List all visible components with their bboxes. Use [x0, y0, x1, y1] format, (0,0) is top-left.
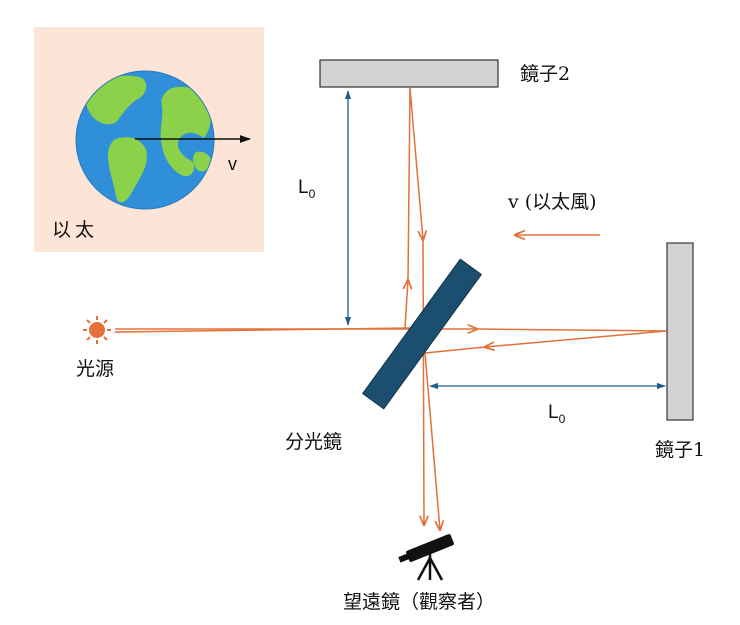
mirror-1-label: 鏡子1	[655, 439, 705, 461]
ether-inset: v 以太	[34, 27, 264, 252]
earth-velocity-label: v	[228, 154, 237, 174]
telescope-label: 望遠鏡（觀察者）	[343, 591, 495, 613]
beam-splitter-label: 分光鏡	[285, 431, 342, 453]
beam-splitter	[361, 258, 483, 410]
mirror-1	[666, 242, 694, 421]
ether-wind-label: v (以太風)	[507, 191, 597, 213]
telescope-icon	[398, 534, 454, 581]
ether-label: 以太	[52, 219, 98, 241]
horizontal-length-label: L0	[548, 402, 566, 426]
light-beams	[114, 87, 667, 530]
mirror-2	[319, 59, 499, 88]
earth-globe-icon	[75, 70, 215, 210]
vertical-length-label: L0	[298, 177, 316, 201]
light-source-label: 光源	[76, 358, 114, 380]
mirror-2-label: 鏡子2	[520, 63, 570, 85]
light-source-icon	[83, 316, 111, 344]
